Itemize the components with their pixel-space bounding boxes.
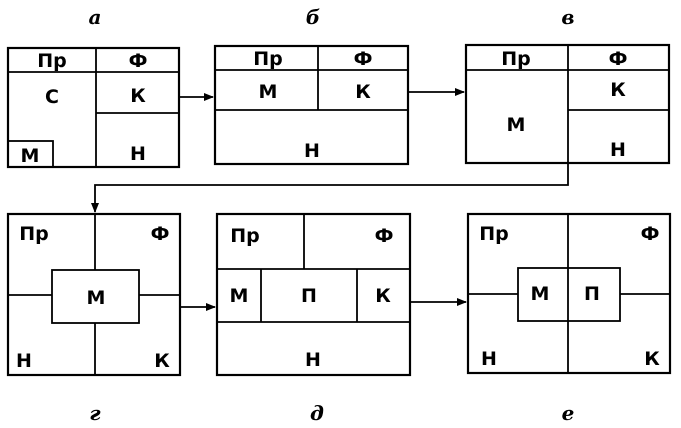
diagram-g: Пр Ф М Н К bbox=[6, 212, 182, 377]
diagram-d-label-f: Ф bbox=[375, 225, 394, 247]
diagram-e-label-pr: Пр bbox=[479, 223, 509, 245]
diagram-g-label-k: К bbox=[154, 350, 170, 372]
diagram-a-label-n: Н bbox=[130, 143, 146, 165]
diagram-d-label-n: Н bbox=[305, 349, 321, 371]
diagram-e-mp-box bbox=[517, 267, 621, 322]
diagram-d: Пр Ф М П К Н bbox=[215, 212, 412, 377]
diagram-e-label-p: П bbox=[584, 283, 600, 305]
diagram-a-frame bbox=[6, 46, 181, 169]
diagram-a-label-k: К bbox=[130, 85, 146, 107]
caption-g: г bbox=[89, 401, 101, 425]
diagram-g-label-f: Ф bbox=[151, 223, 170, 245]
caption-e: е bbox=[562, 401, 575, 425]
diagram-b-label-f: Ф bbox=[354, 48, 373, 70]
diagram-b: Пр Ф М К Н bbox=[213, 44, 410, 166]
diagram-b-label-m: М bbox=[259, 81, 278, 103]
diagram-e-label-k: К bbox=[644, 348, 660, 370]
caption-a: а bbox=[89, 5, 102, 29]
diagram-v-label-n: Н bbox=[610, 139, 626, 161]
caption-v: в bbox=[561, 5, 574, 29]
diagram-e-label-f: Ф bbox=[641, 223, 660, 245]
diagram-v-label-m: М bbox=[507, 114, 526, 136]
diagram-d-frame bbox=[215, 212, 412, 377]
diagram-a-label-f: Ф bbox=[129, 50, 148, 72]
diagram-v-label-f: Ф bbox=[609, 48, 628, 70]
caption-b: б bbox=[306, 5, 320, 29]
diagram-a-m-box bbox=[7, 140, 54, 168]
diagram-g-m-box bbox=[51, 269, 140, 324]
diagram-b-label-pr: Пр bbox=[253, 48, 283, 70]
diagram-d-label-k: К bbox=[375, 285, 391, 307]
diagram-a-label-c: С bbox=[45, 86, 59, 108]
diagram-v-label-k: К bbox=[610, 79, 626, 101]
diagram-d-label-pr: Пр bbox=[230, 225, 260, 247]
arrow-v-to-g bbox=[91, 163, 569, 213]
diagram-e: Пр Ф М П Н К bbox=[466, 212, 672, 375]
diagram-a-label-m: М bbox=[21, 145, 40, 167]
diagram-d-label-p: П bbox=[301, 285, 317, 307]
caption-d: д bbox=[310, 401, 324, 425]
diagram-v: Пр Ф М К Н bbox=[464, 43, 671, 165]
diagram-g-label-pr: Пр bbox=[19, 223, 49, 245]
diagram-b-label-n: Н bbox=[304, 140, 320, 162]
diagram-e-label-m: М bbox=[531, 283, 550, 305]
diagram-a-label-pr: Пр bbox=[37, 50, 67, 72]
diagram-v-label-pr: Пр bbox=[501, 48, 531, 70]
diagram-a: Пр Ф С К М Н bbox=[6, 46, 181, 169]
diagram-g-label-n: Н bbox=[16, 350, 32, 372]
diagram-e-label-n: Н bbox=[481, 348, 497, 370]
diagram-b-label-k: К bbox=[355, 81, 371, 103]
diagram-g-label-m: М bbox=[87, 287, 106, 309]
diagram-b-frame bbox=[213, 44, 410, 166]
diagram-d-label-m: М bbox=[230, 285, 249, 307]
